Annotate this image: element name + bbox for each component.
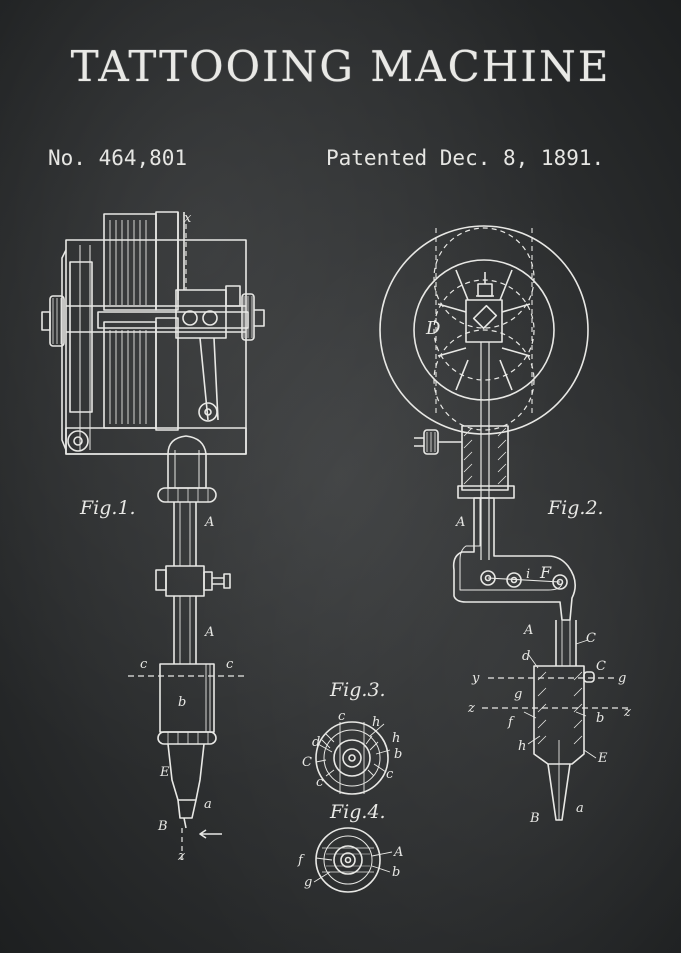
fig2-body	[461, 425, 509, 491]
label-z-fig1: z	[177, 849, 185, 864]
patent-number: No. 464,801	[48, 146, 188, 170]
label-D-fig2: D	[425, 318, 441, 339]
label-z-fig2-left: z	[467, 701, 475, 716]
label-h-fig3-right: h	[392, 731, 400, 746]
label-g-fig4: g	[304, 875, 312, 890]
label-c-fig1-left: c	[140, 657, 148, 672]
fig4-caption: Fig.4.	[329, 801, 386, 823]
label-d-fig3: d	[312, 735, 320, 750]
fig4-cross-section	[315, 827, 381, 893]
fig2-eccentric	[472, 304, 498, 330]
label-c-fig1-right: c	[226, 657, 234, 672]
label-z-fig2-right: z	[623, 705, 631, 720]
fig1-collar	[157, 487, 217, 503]
label-C-fig3: C	[302, 755, 312, 770]
fig1-base-pivot	[67, 430, 89, 452]
label-c-fig3-top: c	[338, 709, 346, 724]
label-h-fig2: h	[518, 739, 526, 754]
leader-lines	[313, 639, 597, 883]
fig1-machine-drawing	[41, 211, 265, 862]
label-i-fig2: i	[526, 567, 530, 582]
label-b-fig1: b	[178, 695, 186, 710]
label-A-fig1-lower: A	[204, 625, 214, 640]
label-C-fig2-upper: C	[586, 631, 596, 646]
patent-date: Patented Dec. 8, 1891.	[326, 146, 605, 170]
label-B-fig1: B	[157, 819, 168, 834]
label-c-fig3-right: c	[386, 767, 394, 782]
label-E-fig1: E	[159, 765, 170, 780]
label-x-fig1: x	[184, 211, 192, 226]
fig1-caption: Fig.1.	[79, 497, 136, 519]
label-B-fig2: B	[529, 811, 540, 826]
label-c-fig3-bottom: c	[316, 775, 324, 790]
label-b-fig3: b	[394, 747, 402, 762]
fig1-clamp	[165, 565, 205, 597]
fig1-arrow	[199, 829, 222, 839]
fig3-caption: Fig.3.	[329, 679, 386, 701]
label-A-fig4: A	[393, 845, 403, 860]
figure-captions: Fig.1. Fig.2. Fig.3. Fig.4.	[79, 497, 604, 823]
label-f-fig2: f	[507, 715, 515, 730]
poster-title: TATTOOING MACHINE	[70, 42, 611, 91]
label-h-fig3-top: h	[372, 715, 380, 730]
label-b-fig4: b	[392, 865, 400, 880]
fig2-caption: Fig.2.	[547, 497, 604, 519]
fig1-neck	[167, 435, 207, 489]
label-A-fig1-upper: A	[204, 515, 214, 530]
fig1-coil-lower	[103, 321, 157, 429]
fig2-section-drawing	[379, 225, 628, 821]
label-d-fig2: d	[522, 649, 530, 664]
label-A-fig2-lower: A	[523, 623, 533, 638]
label-A-fig2-upper: A	[455, 515, 465, 530]
label-F-fig2: F	[539, 563, 552, 582]
label-f-fig4: f	[297, 853, 305, 868]
label-b-fig2: b	[596, 711, 604, 726]
fig1-right-pivot	[198, 402, 218, 422]
label-a-fig2: a	[576, 801, 584, 816]
reference-letters: x A A c c b E a B z D A i F A C d C y g …	[140, 211, 631, 890]
fig3-cross-section	[315, 721, 389, 795]
label-a-fig1: a	[204, 797, 212, 812]
label-C-fig2-lower: C	[596, 659, 606, 674]
fig1-tip	[167, 743, 205, 801]
fig1-coil-upper	[103, 213, 157, 311]
label-E-fig2: E	[597, 751, 608, 766]
label-g-fig2-left: g	[514, 687, 522, 702]
label-g-fig2-right: g	[618, 671, 626, 686]
label-y-fig2: y	[471, 671, 480, 686]
fig2-wheel	[379, 225, 589, 435]
